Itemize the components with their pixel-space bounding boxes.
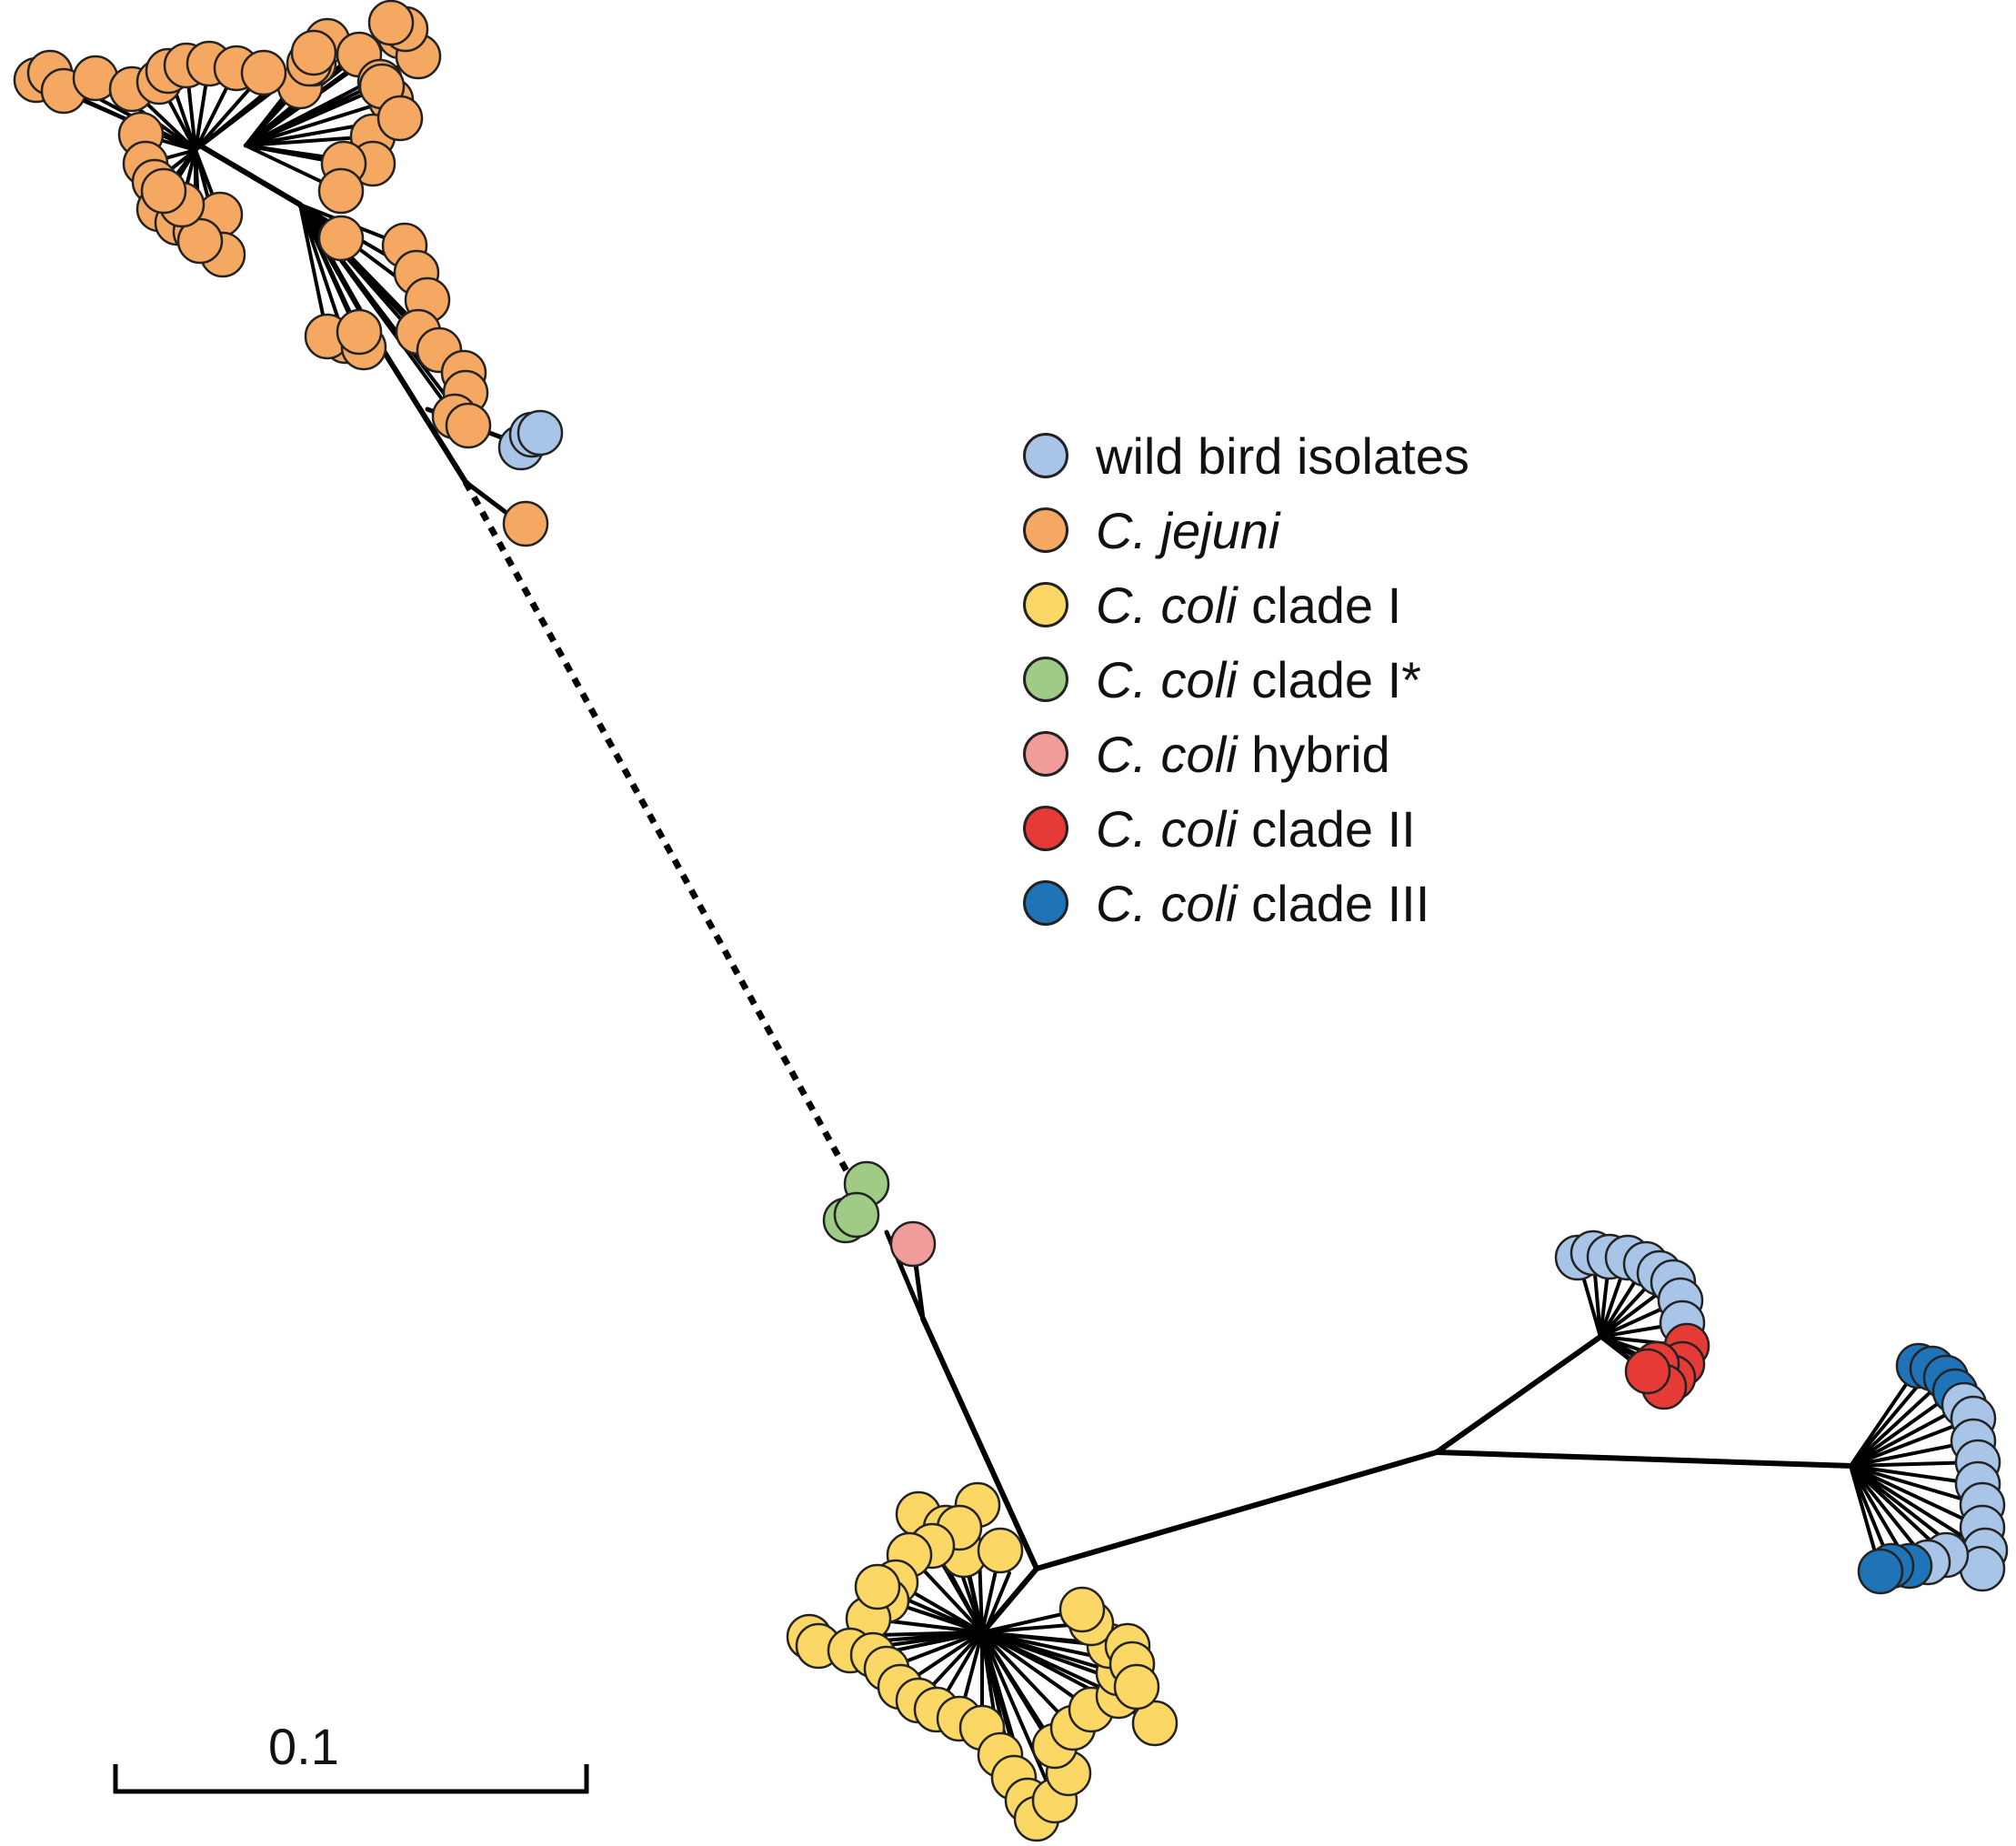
legend-swatch-coli-clade-i: [1023, 582, 1068, 627]
legend-swatch-coli-clade-iii: [1023, 880, 1068, 926]
jejuni-tip: [445, 402, 492, 449]
jejuni-tip: [367, 0, 415, 46]
legend-item-wild-bird: wild bird isolates: [1023, 418, 1469, 493]
scale-bar: [113, 1764, 589, 1794]
jejuni-branch: [197, 143, 303, 207]
jejuni-tip: [376, 95, 424, 142]
backbone-branch: [920, 1316, 1039, 1571]
legend-swatch-jejuni: [1023, 507, 1068, 553]
coli-clade-ii-tip: [1624, 1348, 1671, 1395]
coli-clade-i-tip: [1113, 1663, 1160, 1711]
legend-item-coli-clade-ii: C. coli clade II: [1023, 791, 1469, 866]
legend-swatch-wild-bird: [1023, 433, 1068, 478]
coli-clade-iii-tip: [1857, 1548, 1904, 1595]
legend-item-coli-clade-i-star: C. coli clade I*: [1023, 642, 1469, 717]
coli-clade-i-tip: [1131, 1700, 1179, 1747]
legend: wild bird isolates C. jejuni C. coli cla…: [1023, 418, 1469, 940]
tree-tips: [13, 0, 2009, 1842]
wild-bird-tip: [517, 409, 564, 456]
jejuni-tip: [240, 49, 287, 96]
coli-clade-i-tip: [1058, 1586, 1106, 1633]
jejuni-branch: [244, 85, 384, 147]
coli-clade-i-branch: [985, 1571, 1011, 1630]
coli-clade-iii-branch: [1849, 1464, 1984, 1530]
jejuni-tip: [290, 29, 337, 76]
legend-item-coli-clade-iii: C. coli clade III: [1023, 866, 1469, 940]
legend-label-coli-clade-iii: C. coli clade III: [1096, 874, 1430, 932]
jejuni-branch: [298, 203, 361, 334]
jejuni-tip: [317, 215, 365, 262]
jejuni-tip: [140, 167, 187, 215]
legend-item-coli-hybrid: C. coli hybrid: [1023, 717, 1469, 791]
legend-item-jejuni: C. jejuni: [1023, 493, 1469, 567]
backbone-branch: [984, 1566, 1039, 1630]
jejuni-tip: [176, 217, 224, 265]
jejuni-tip: [502, 500, 549, 547]
legend-label-coli-clade-ii: C. coli clade II: [1096, 799, 1416, 858]
dotted-long-branch: [462, 480, 854, 1179]
legend-label-coli-clade-i: C. coli clade I: [1096, 576, 1402, 634]
coli-clade-i-tip: [854, 1563, 901, 1610]
legend-swatch-coli-clade-ii: [1023, 806, 1068, 851]
legend-label-coli-clade-i-star: C. coli clade I*: [1096, 650, 1421, 708]
jejuni-branch: [244, 98, 393, 147]
backbone-branch: [1034, 1450, 1439, 1571]
scale-bar-label: 0.1: [268, 1718, 339, 1775]
backbone-branch: [1434, 1334, 1603, 1455]
backbone-branch: [1434, 1450, 1853, 1469]
legend-label-jejuni: C. jejuni: [1096, 501, 1280, 559]
legend-swatch-coli-hybrid: [1023, 731, 1068, 777]
jejuni-tip: [317, 167, 365, 215]
coli-hybrid-tip: [889, 1220, 937, 1268]
jejuni-tip: [336, 308, 383, 356]
jejuni-branch: [375, 338, 468, 485]
legend-label-coli-hybrid: C. coli hybrid: [1096, 725, 1390, 783]
legend-swatch-coli-clade-i-star: [1023, 657, 1068, 702]
coli-clade-i-branch: [980, 1630, 1057, 1802]
legend-label-wild-bird: wild bird isolates: [1096, 426, 1469, 485]
legend-item-coli-clade-i: C. coli clade I: [1023, 567, 1469, 642]
coli-clade-i-tip: [977, 1527, 1024, 1574]
coli-clade-i-star-tip: [833, 1191, 880, 1239]
